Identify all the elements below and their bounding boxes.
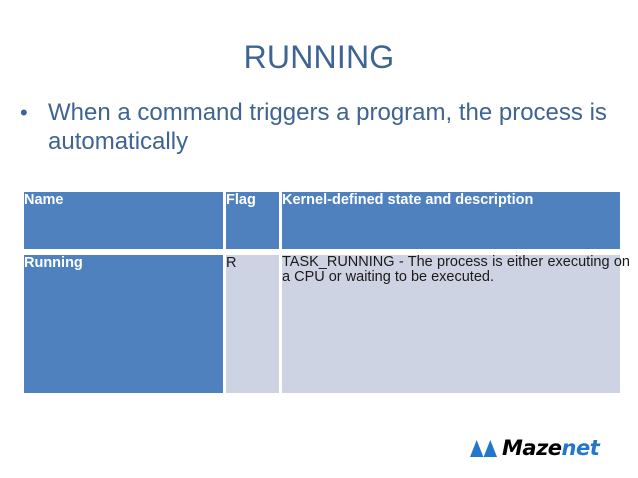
page-title: RUNNING [243,39,395,75]
logo-word-primary: Maze [502,435,562,460]
mazenet-triangle-mark-icon [470,439,497,457]
cell-description-text: TASK_RUNNING - The process is either exe… [282,254,630,285]
logo-wordmark: Mazenet [502,435,600,460]
cell-description: TASK_RUNNING - The process is either exe… [282,255,630,393]
bullet-dot-icon: • [20,100,28,125]
bullet-item-text: When a command triggers a program, the p… [48,99,607,155]
table-header-separator [24,249,620,255]
column-header-name: Name [24,192,226,249]
table-row: Running R TASK_RUNNING - The process is … [24,255,630,393]
list-item: • When a command triggers a program, the… [20,98,620,156]
table-header-row: Name Flag Kernel-defined state and descr… [24,192,620,249]
cell-flag: R [226,255,282,393]
mazenet-logo: Mazenet [470,434,600,462]
logo-word-accent: net [561,435,600,460]
column-header-description: Kernel-defined state and description [282,192,620,249]
separator-cell-2 [226,249,282,255]
process-state-table: Name Flag Kernel-defined state and descr… [24,192,630,393]
separator-cell-1 [24,249,226,255]
cell-name: Running [24,255,226,393]
bullet-list: • When a command triggers a program, the… [20,98,620,156]
separator-cell-3 [282,249,620,255]
column-header-flag: Flag [226,192,282,249]
